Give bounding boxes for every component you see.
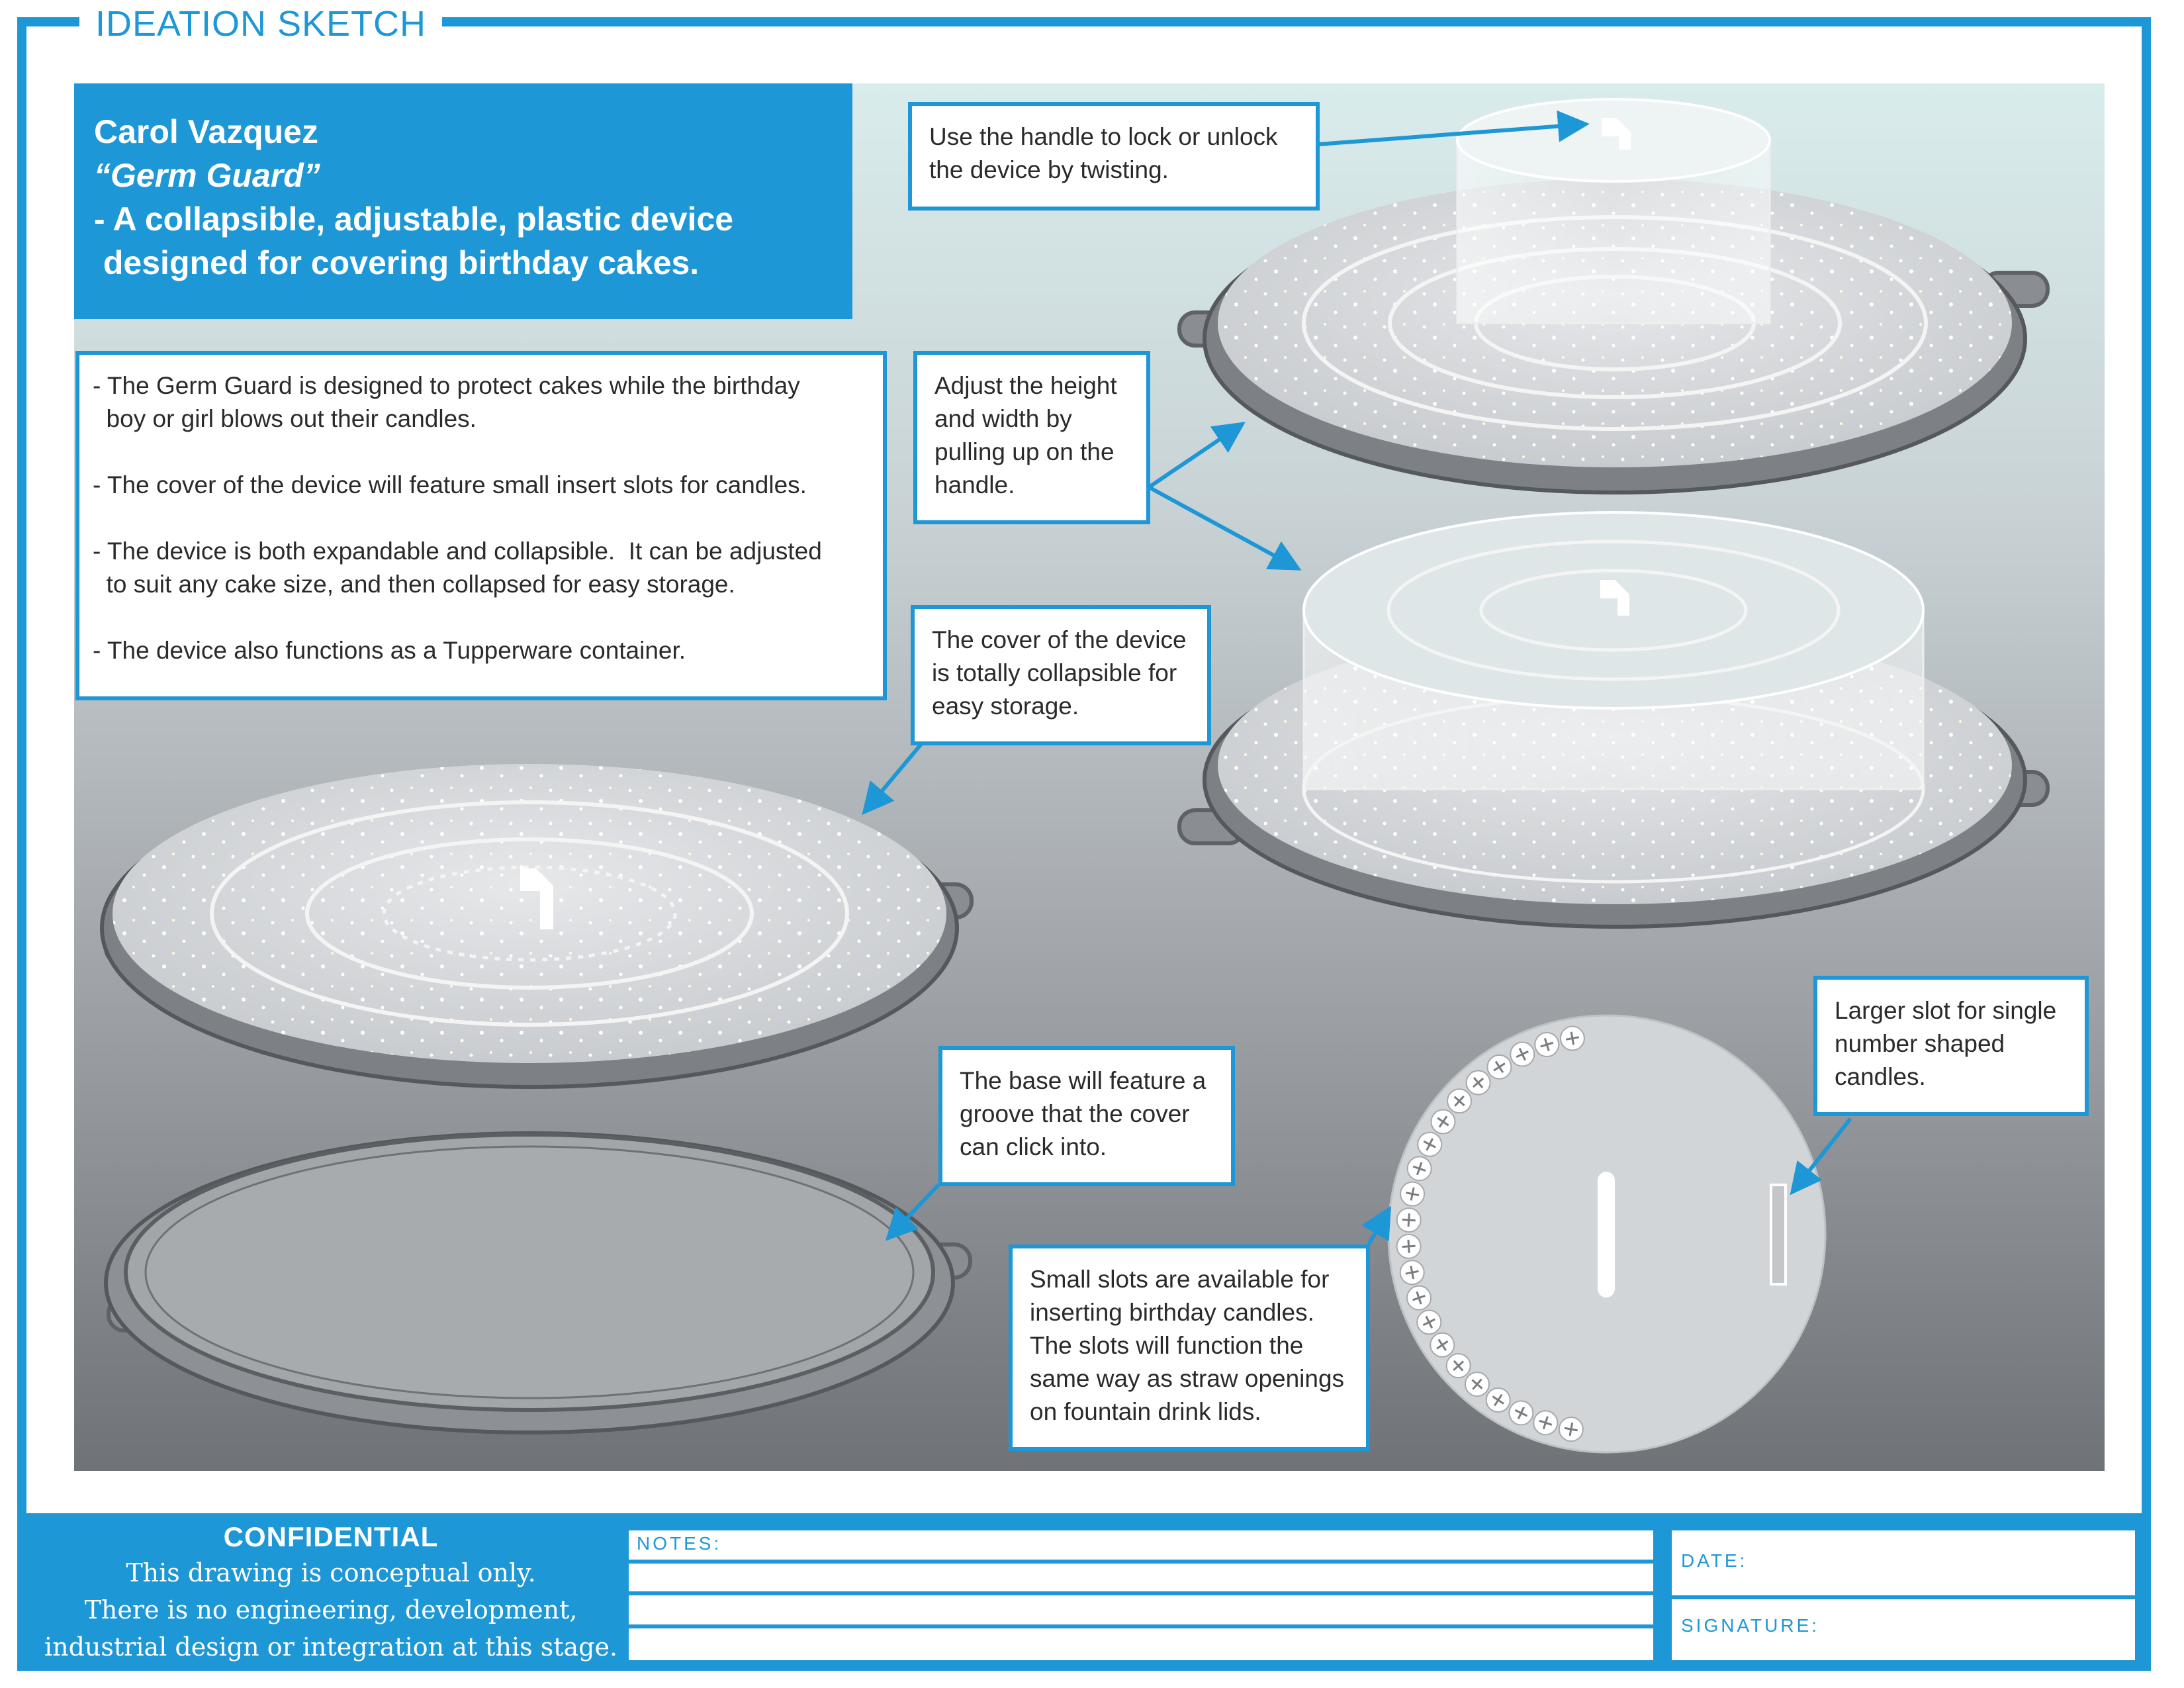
callout-text: Adjust the height <box>934 372 1117 399</box>
candle-slot-cross <box>1406 1187 1420 1201</box>
product-name: “Germ Guard” <box>94 157 320 194</box>
date-rule <box>1672 1595 2135 1599</box>
callout-text: groove that the cover <box>960 1100 1190 1127</box>
candle-slot-cross <box>1514 1406 1528 1420</box>
confidential-title: CONFIDENTIAL <box>223 1521 439 1552</box>
callout-base: The base will feature a groove that the … <box>938 1046 1235 1186</box>
candle-slot-cross <box>1412 1291 1426 1305</box>
callout-text: number shaped <box>1835 1030 2005 1057</box>
notes-label: NOTES: <box>637 1533 722 1554</box>
callout-text: easy storage. <box>932 692 1079 720</box>
list-item: - The device also functions as a Tupperw… <box>93 637 686 664</box>
sheet-title: IDEATION SKETCH <box>79 3 443 44</box>
candle-slot-cross <box>1422 1315 1435 1329</box>
candle-slot-cross <box>1471 1378 1483 1390</box>
list-item: - The Germ Guard is designed to protect … <box>93 372 800 399</box>
date-signature-field[interactable]: DATE: SIGNATURE: <box>1672 1530 2135 1660</box>
candle-slot-cross <box>1453 1360 1465 1372</box>
candle-slot-cross <box>1492 1393 1504 1407</box>
callout-text: can click into. <box>960 1133 1107 1160</box>
confidential-line: This drawing is conceptual only. <box>126 1558 536 1587</box>
project-header: Carol Vazquez “Germ Guard” - A collapsib… <box>74 83 852 319</box>
confidential-line: industrial design or integration at this… <box>44 1632 618 1662</box>
callout-text: pulling up on the <box>934 438 1115 465</box>
candle-slot-cross <box>1472 1076 1484 1089</box>
product-description-line-2: designed for covering birthday cakes. <box>94 244 700 281</box>
confidential-notice: CONFIDENTIAL This drawing is conceptual … <box>26 1520 635 1665</box>
confidential-line: There is no engineering, development, <box>84 1595 578 1624</box>
list-item: - The device is both expandable and coll… <box>93 538 822 565</box>
candle-slot-cross <box>1540 1038 1554 1052</box>
candle-slot-cross <box>1437 1115 1449 1128</box>
callout-text: Small slots are available for <box>1030 1266 1330 1293</box>
product-description-line-1: - A collapsible, adjustable, plastic dev… <box>94 201 734 238</box>
callout-text: The cover of the device <box>932 626 1187 653</box>
candle-slot-cross <box>1405 1266 1419 1280</box>
callout-text: inserting birthday candles. <box>1030 1299 1314 1326</box>
list-item: - The cover of the device will feature s… <box>93 471 807 498</box>
base-drawing <box>104 1131 972 1434</box>
callout-text: Larger slot for single <box>1835 997 2057 1024</box>
callout-adjust: Adjust the height and width by pulling u… <box>913 351 1150 524</box>
candle-slot-cross <box>1402 1239 1416 1253</box>
sheet-border <box>17 17 2151 1671</box>
callout-text: handle. <box>934 471 1015 498</box>
list-item: to suit any cake size, and then collapse… <box>93 571 735 598</box>
callout-text: The slots will function the <box>1030 1332 1304 1359</box>
candle-slot-cross <box>1539 1416 1553 1430</box>
candle-slot-cross <box>1564 1422 1578 1436</box>
callout-text: candles. <box>1835 1063 1926 1090</box>
callout-text: same way as straw openings <box>1030 1365 1345 1392</box>
candle-slot-cross <box>1516 1047 1529 1061</box>
candle-slot-cross <box>1565 1031 1580 1045</box>
features-list: - The Germ Guard is designed to protect … <box>75 351 887 700</box>
callout-text: Use the handle to lock or unlock <box>929 123 1278 150</box>
notes-field[interactable]: NOTES: <box>629 1530 1653 1660</box>
callout-small-slots: Small slots are available for inserting … <box>1009 1244 1370 1451</box>
callout-collapse: The cover of the device is totally colla… <box>911 605 1211 745</box>
callout-text: is totally collapsible for <box>932 659 1177 686</box>
notes-rule <box>629 1560 1653 1564</box>
cover-small-dome-drawing <box>1177 98 2050 494</box>
callout-text: and width by <box>934 405 1072 432</box>
date-label: DATE: <box>1681 1550 1748 1571</box>
designer-name: Carol Vazquez <box>94 113 318 150</box>
callout-text: The base will feature a <box>960 1067 1206 1094</box>
callout-text: on fountain drink lids. <box>1030 1398 1261 1425</box>
lid-top-view-drawing <box>1387 1014 1827 1454</box>
callout-arrows <box>862 110 1852 1246</box>
callout-text: the device by twisting. <box>929 156 1169 183</box>
cover-collapsed-drawing <box>100 764 974 1089</box>
callout-large-slot: Larger slot for single number shaped can… <box>1813 976 2089 1116</box>
cover-expanded-dome-drawing <box>1177 511 2050 929</box>
candle-slot-cross <box>1423 1138 1436 1151</box>
signature-label: SIGNATURE: <box>1681 1615 1820 1636</box>
notes-rule <box>629 1591 1653 1595</box>
candle-slot-cross <box>1412 1162 1426 1176</box>
title-rule <box>421 20 600 24</box>
callout-handle: Use the handle to lock or unlock the dev… <box>908 102 1320 211</box>
candle-slot-cross <box>1453 1095 1465 1107</box>
candle-slot-cross <box>1402 1213 1416 1227</box>
list-item: boy or girl blows out their candles. <box>93 405 477 432</box>
candle-slot-cross <box>1493 1060 1506 1074</box>
notes-rule <box>629 1624 1653 1628</box>
candle-slot-cross <box>1436 1338 1449 1351</box>
